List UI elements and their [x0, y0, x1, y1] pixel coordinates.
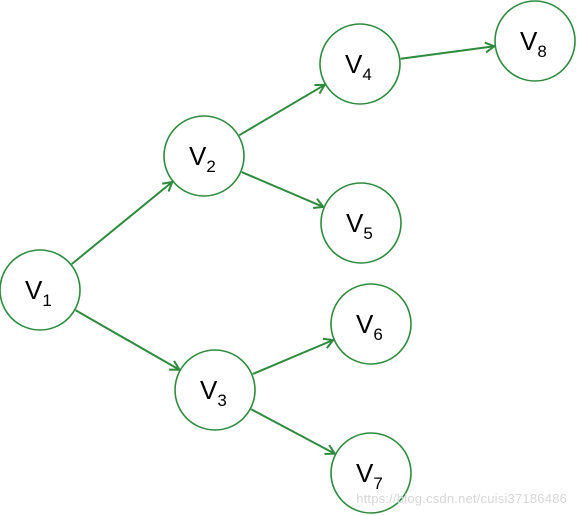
node-letter-v7: V	[356, 458, 374, 488]
watermark: https://blog.csdn.net/cuisi37186486	[356, 491, 567, 506]
node-circle-v8	[494, 0, 576, 82]
node-letter-v3: V	[200, 375, 218, 405]
node-label-v4: V4	[345, 49, 372, 84]
node-subscript-v6: 6	[373, 325, 382, 344]
edge-v1-v2	[71, 182, 173, 265]
node-circle-v4	[319, 23, 401, 105]
node-subscript-v4: 4	[362, 65, 371, 84]
edge-v3-v7	[250, 408, 335, 453]
node-label-v8: V8	[520, 26, 547, 61]
node-v6: V6	[330, 283, 412, 365]
node-subscript-v2: 2	[206, 157, 215, 176]
node-v8: V8	[494, 0, 576, 82]
node-subscript-v3: 3	[217, 391, 226, 410]
node-circle-v2	[163, 115, 245, 197]
edge-v2-v4	[238, 85, 324, 137]
node-circle-v6	[330, 283, 412, 365]
node-v5: V5	[320, 182, 402, 264]
node-label-v3: V3	[200, 375, 227, 410]
node-letter-v5: V	[346, 208, 364, 238]
node-label-v6: V6	[356, 309, 383, 344]
node-v1: V1	[0, 249, 81, 331]
node-circle-v3	[174, 349, 256, 431]
edge-v2-v5	[241, 171, 324, 207]
node-v3: V3	[174, 349, 256, 431]
node-v7: V7	[330, 432, 412, 514]
node-subscript-v1: 1	[42, 291, 51, 310]
edge-v4-v8	[400, 46, 495, 60]
node-letter-v8: V	[520, 26, 538, 56]
node-circle-v1	[0, 249, 81, 331]
node-v2: V2	[163, 115, 245, 197]
node-v4: V4	[319, 23, 401, 105]
node-circle-v7	[330, 432, 412, 514]
node-circle-v5	[320, 182, 402, 264]
node-subscript-v5: 5	[363, 224, 372, 243]
node-letter-v2: V	[189, 141, 207, 171]
node-letter-v1: V	[25, 275, 43, 305]
node-letter-v4: V	[345, 49, 363, 79]
edges-layer	[71, 46, 495, 453]
node-subscript-v8: 8	[537, 42, 546, 61]
edge-v3-v6	[252, 340, 333, 375]
node-subscript-v7: 7	[373, 474, 382, 493]
node-label-v1: V1	[25, 275, 52, 310]
node-label-v7: V7	[356, 458, 383, 493]
node-label-v2: V2	[189, 141, 216, 176]
node-letter-v6: V	[356, 309, 374, 339]
edge-v1-v3	[75, 309, 180, 369]
node-label-v5: V5	[346, 208, 373, 243]
